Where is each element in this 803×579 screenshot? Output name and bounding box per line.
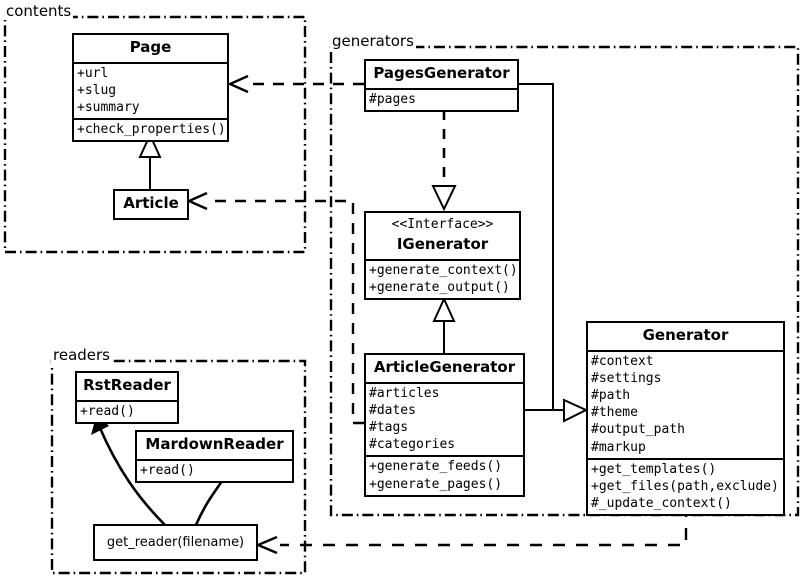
function-get-reader-label: get_reader(filename)	[106, 535, 245, 550]
method: +generate_output()	[369, 279, 510, 295]
class-pagesgenerator-attributes: #pages	[366, 87, 517, 110]
attribute: #markup	[591, 439, 646, 455]
class-igenerator-title: IGenerator	[396, 234, 489, 253]
function-get-reader[interactable]: get_reader(filename)	[93, 524, 258, 561]
class-generator-title: Generator	[642, 326, 729, 344]
class-page-methods: +check_properties()	[74, 118, 227, 140]
attribute: #dates	[369, 402, 416, 418]
class-rstreader[interactable]: RstReader +read()	[75, 371, 179, 424]
attribute: #settings	[591, 370, 662, 386]
class-mardownreader-methods: +read()	[137, 458, 292, 481]
method: +get_files(path,exclude)	[591, 478, 779, 494]
attribute: #context	[591, 353, 654, 369]
method: +read()	[140, 462, 195, 478]
method: +get_templates()	[591, 461, 717, 477]
attribute: #path	[591, 388, 631, 404]
class-generator-methods: +get_templates() +get_files(path,exclude…	[588, 457, 783, 514]
attribute: #categories	[369, 437, 456, 453]
class-igenerator[interactable]: <<Interface>> IGenerator +generate_conte…	[364, 211, 521, 300]
package-label-readers: readers	[51, 346, 112, 364]
class-articlegenerator-title: ArticleGenerator	[373, 358, 516, 376]
class-mardownreader-title: MardownReader	[145, 435, 284, 453]
class-page-title: Page	[129, 38, 172, 56]
class-pagesgenerator[interactable]: PagesGenerator #pages	[364, 59, 519, 112]
edge-articlegenerator-to-igenerator	[432, 296, 456, 355]
class-igenerator-stereotype: <<Interface>>	[391, 217, 494, 232]
attribute: +summary	[77, 100, 140, 116]
attribute: #pages	[369, 91, 416, 107]
attribute: +url	[77, 65, 109, 81]
class-pagesgenerator-title: PagesGenerator	[373, 64, 510, 82]
class-mardownreader[interactable]: MardownReader +read()	[135, 430, 294, 483]
attribute: #theme	[591, 405, 638, 421]
method: +read()	[80, 403, 135, 419]
class-page[interactable]: Page +url +slug +summary +check_properti…	[72, 33, 229, 143]
package-label-contents: contents	[4, 2, 74, 20]
method: +generate_pages()	[369, 476, 503, 492]
class-generator[interactable]: Generator #context #settings #path #them…	[586, 321, 785, 517]
method: #_update_context()	[591, 496, 732, 511]
method: +generate_context()	[369, 262, 518, 278]
edge-articlegenerator-to-article	[186, 191, 364, 425]
edge-pagesgenerator-to-page	[227, 74, 364, 94]
edge-articlegenerator-to-generator	[525, 398, 589, 423]
class-rstreader-title: RstReader	[83, 376, 171, 394]
class-generator-attributes: #context #settings #path #theme #output_…	[588, 349, 783, 458]
package-label-generators: generators	[330, 32, 416, 50]
method: +check_properties()	[77, 122, 226, 138]
attribute: #articles	[369, 385, 440, 401]
class-articlegenerator-attributes: #articles #dates #tags #categories	[366, 381, 523, 456]
class-article-title: Article	[123, 194, 179, 212]
class-rstreader-methods: +read()	[77, 399, 177, 422]
edge-article-to-page	[138, 132, 162, 190]
class-page-attributes: +url +slug +summary	[74, 61, 227, 118]
attribute: +slug	[77, 82, 117, 98]
class-articlegenerator-methods: +generate_feeds() +generate_pages()	[366, 455, 523, 494]
method: +generate_feeds()	[369, 459, 503, 475]
attribute: #tags	[369, 420, 409, 436]
edge-pagesgenerator-to-igenerator	[431, 110, 457, 212]
class-articlegenerator[interactable]: ArticleGenerator #articles #dates #tags …	[364, 353, 525, 497]
class-igenerator-methods: +generate_context() +generate_output()	[366, 258, 519, 298]
class-article[interactable]: Article	[113, 189, 189, 220]
attribute: #output_path	[591, 422, 685, 438]
